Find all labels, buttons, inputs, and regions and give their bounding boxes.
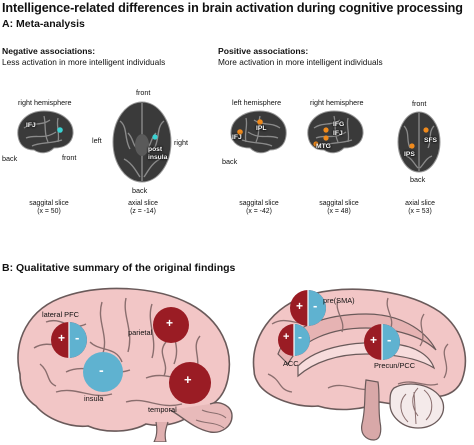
pos-left-sagittal-scan [230, 110, 287, 154]
pos-right-region-ifj: IFJ [333, 130, 343, 137]
pos-right-region-ifg: IFG [333, 121, 345, 128]
neg-sagittal-caption-text: saggital slice [29, 200, 69, 207]
neg-axial-coord: (z = -14) [130, 208, 156, 216]
pos-left-caption-text: saggital slice [239, 200, 279, 207]
pos-axial-coord: (x = 53) [408, 208, 432, 216]
pos-right-caption: saggital slice (x = 48) [312, 200, 366, 216]
pos-left-back-label: back [222, 157, 238, 166]
acc-plus: + [283, 331, 290, 343]
pre-sma-plus: + [296, 299, 304, 313]
neg-sagittal-coord: (x = 50) [37, 208, 61, 216]
neg-axial-scan [112, 101, 172, 183]
parietal-plus: + [166, 316, 174, 330]
pre-sma-label: pre(SMA) [323, 296, 355, 305]
pre-sma-minus: - [313, 298, 318, 313]
neg-sagittal-scan [17, 110, 74, 154]
neg-sagittal-hemisphere-label: right hemisphere [18, 98, 72, 107]
pos-right-caption-text: saggital slice [319, 200, 359, 207]
neg-axial-front-label: front [136, 88, 151, 97]
section-a-heading: A: Meta-analysis [2, 18, 85, 30]
pos-axial-region-sfs: SFS [424, 137, 438, 144]
section-b-heading: B: Qualitative summary of the original f… [2, 262, 236, 274]
pos-axial-back-label: back [410, 175, 426, 184]
precun-pcc-marker [364, 324, 400, 360]
pos-right-sagittal-scan [307, 110, 364, 154]
positive-subheading: More activation in more intelligent indi… [218, 57, 383, 67]
pos-right-hemisphere-label: right hemisphere [310, 98, 364, 107]
lateral-pfc-minus: - [75, 330, 80, 345]
figure-title: Intelligence-related differences in brai… [2, 1, 463, 15]
neg-sagittal-caption: saggital slice (x = 50) [24, 200, 74, 216]
pos-left-coord: (x = -42) [246, 208, 272, 216]
lateral-pfc-marker [51, 322, 87, 358]
pos-left-region-ipl: IPL [256, 125, 267, 132]
temporal-label: temporal [148, 405, 177, 414]
insula-label: insula [84, 394, 104, 403]
pos-left-caption: saggital slice (x = -42) [232, 200, 286, 216]
lateral-pfc-label: lateral PFC [42, 310, 79, 319]
acc-label: ACC [283, 359, 299, 368]
negative-subheading: Less activation in more intelligent indi… [2, 57, 166, 67]
pos-left-region-ifj: IFJ [232, 134, 242, 141]
positive-heading: Positive associations: [218, 46, 309, 56]
temporal-plus: + [184, 372, 192, 387]
acc-minus: - [298, 330, 302, 344]
lateral-pfc-plus: + [58, 331, 66, 345]
pos-axial-region-ips: IPS [404, 151, 415, 158]
parietal-label: parietal [128, 328, 153, 337]
neg-axial-region-post-insula: post insula [148, 146, 168, 161]
pos-axial-caption-text: axial slice [405, 200, 435, 207]
parietal-marker [153, 307, 189, 343]
insula-minus: - [99, 362, 104, 378]
negative-heading: Negative associations: [2, 46, 96, 56]
pos-left-hemisphere-label: left hemisphere [232, 98, 282, 107]
precun-pcc-minus: - [387, 332, 392, 347]
medial-brain-illustration [252, 288, 467, 441]
neg-sagittal-front-label: front [62, 153, 77, 162]
neg-axial-back-label: back [132, 186, 148, 195]
pre-sma-marker [290, 290, 326, 326]
neg-axial-left-label: left [92, 136, 102, 145]
neg-axial-right-label: right [174, 138, 188, 147]
precun-pcc-label: Precun/PCC [374, 361, 416, 370]
neg-axial-caption: axial slice (z = -14) [118, 200, 168, 216]
neg-axial-caption-text: axial slice [128, 200, 158, 207]
insula-marker [83, 352, 123, 392]
neg-sagittal-region-ifj: IFJ [26, 122, 36, 129]
acc-marker [278, 324, 310, 356]
pos-axial-front-label: front [412, 99, 427, 108]
temporal-marker [169, 362, 211, 404]
pos-right-coord: (x = 48) [327, 208, 351, 216]
pos-axial-scan [397, 111, 441, 173]
precun-pcc-plus: + [370, 333, 378, 347]
neg-sagittal-back-label: back [2, 154, 18, 163]
pos-axial-caption: axial slice (x = 53) [396, 200, 444, 216]
pos-right-region-mtg: MTG [316, 143, 331, 150]
